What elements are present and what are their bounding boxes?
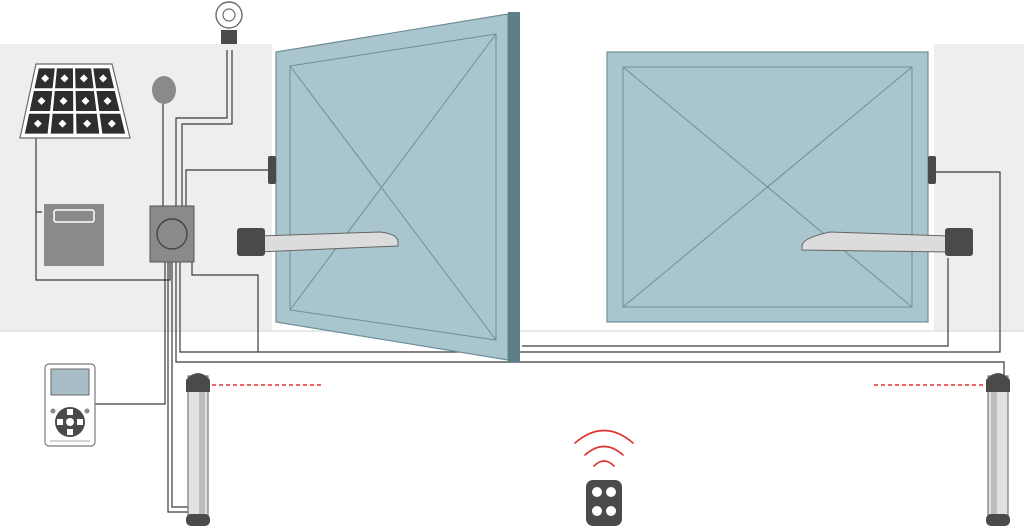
keypad-icon bbox=[44, 363, 96, 447]
left-hinge-bracket bbox=[268, 156, 276, 184]
wire-keypad bbox=[95, 262, 166, 405]
keypad-screen bbox=[50, 368, 90, 396]
wire-battery-control bbox=[35, 212, 171, 281]
right-post-cap bbox=[986, 373, 1010, 392]
wireless-signal-icon bbox=[574, 429, 634, 467]
battery-handle bbox=[53, 209, 95, 223]
battery-backup-icon bbox=[44, 204, 104, 266]
keypad-key-up bbox=[67, 409, 73, 415]
right-gate-brace-2 bbox=[622, 66, 913, 308]
left-gate-brace-1 bbox=[289, 65, 497, 341]
left-actuator-motor bbox=[237, 228, 265, 256]
keypad-key-left bbox=[57, 419, 63, 425]
wire-left-post-2 bbox=[171, 262, 188, 508]
solar-cell-highlight bbox=[79, 74, 88, 83]
remote-control-icon bbox=[586, 480, 622, 526]
antenna-head bbox=[152, 76, 176, 104]
wire-flashing-light bbox=[175, 50, 228, 208]
solar-cell-highlight bbox=[60, 74, 69, 83]
remote-button-2 bbox=[606, 487, 616, 497]
keypad-btn-r bbox=[84, 408, 90, 414]
flashing-light-base bbox=[221, 30, 237, 44]
solar-cell-highlight bbox=[103, 97, 112, 105]
solar-cell-highlight bbox=[58, 119, 67, 128]
keypad-dial-center bbox=[66, 418, 74, 426]
right-actuator-motor bbox=[945, 228, 973, 256]
antenna-icon bbox=[152, 76, 176, 104]
right-gate-inner-frame bbox=[622, 66, 913, 308]
left-gate-panel bbox=[275, 13, 509, 361]
left-post-stripe bbox=[199, 390, 205, 516]
right-gate-leaf bbox=[606, 51, 936, 323]
solar-cell-highlight bbox=[99, 74, 108, 83]
right-post-stripe bbox=[991, 390, 997, 516]
solar-cell-highlight bbox=[33, 119, 42, 128]
wire-left-actuator bbox=[191, 262, 259, 352]
wire-flashing-light-2 bbox=[181, 50, 233, 208]
solar-cell-highlight bbox=[83, 119, 92, 128]
photocell-post-right bbox=[986, 373, 1010, 526]
signal-arc-outer bbox=[574, 429, 634, 444]
battery-body bbox=[44, 204, 104, 266]
solar-panel-icon bbox=[19, 63, 131, 139]
control-box-dial bbox=[156, 218, 188, 250]
wire-left-hinge bbox=[185, 169, 272, 208]
flashing-light-icon bbox=[215, 1, 243, 44]
solar-cell-highlight bbox=[41, 74, 50, 83]
remote-body bbox=[586, 480, 622, 526]
wire-right-actuator bbox=[522, 258, 949, 347]
keypad-key-right bbox=[77, 419, 83, 425]
left-gate-brace-2 bbox=[289, 33, 497, 311]
right-hinge-bracket bbox=[928, 156, 936, 184]
right-actuator-arm bbox=[801, 231, 951, 253]
right-wall bbox=[934, 44, 1024, 331]
right-post-foot bbox=[986, 514, 1010, 526]
solar-cell-highlight bbox=[81, 97, 90, 105]
wiring bbox=[35, 50, 1005, 513]
left-actuator bbox=[237, 228, 399, 256]
left-post-foot bbox=[186, 514, 210, 526]
signal-arc-mid bbox=[584, 445, 624, 456]
keypad-key-down bbox=[67, 429, 73, 435]
wire-left-post bbox=[167, 262, 188, 513]
solar-cell-highlight bbox=[107, 119, 116, 128]
wire-bus-1 bbox=[179, 171, 1001, 353]
signal-arc-inner bbox=[593, 460, 615, 467]
solar-cell-highlight bbox=[37, 97, 46, 105]
left-gate-edge bbox=[508, 12, 520, 362]
photocell-post-left bbox=[186, 373, 210, 526]
left-actuator-arm bbox=[257, 231, 399, 253]
remote-button-4 bbox=[606, 506, 616, 516]
remote-button-1 bbox=[592, 487, 602, 497]
flashing-light-lens bbox=[222, 8, 236, 22]
solar-cells bbox=[24, 68, 126, 134]
control-box-icon bbox=[149, 205, 195, 263]
left-post-cap bbox=[186, 373, 210, 392]
left-gate-leaf bbox=[268, 12, 520, 362]
keypad-btn-l bbox=[50, 408, 56, 414]
wire-bus-2 bbox=[175, 262, 1005, 380]
solar-cell-highlight bbox=[59, 97, 68, 105]
remote-button-3 bbox=[592, 506, 602, 516]
right-actuator bbox=[801, 228, 973, 256]
